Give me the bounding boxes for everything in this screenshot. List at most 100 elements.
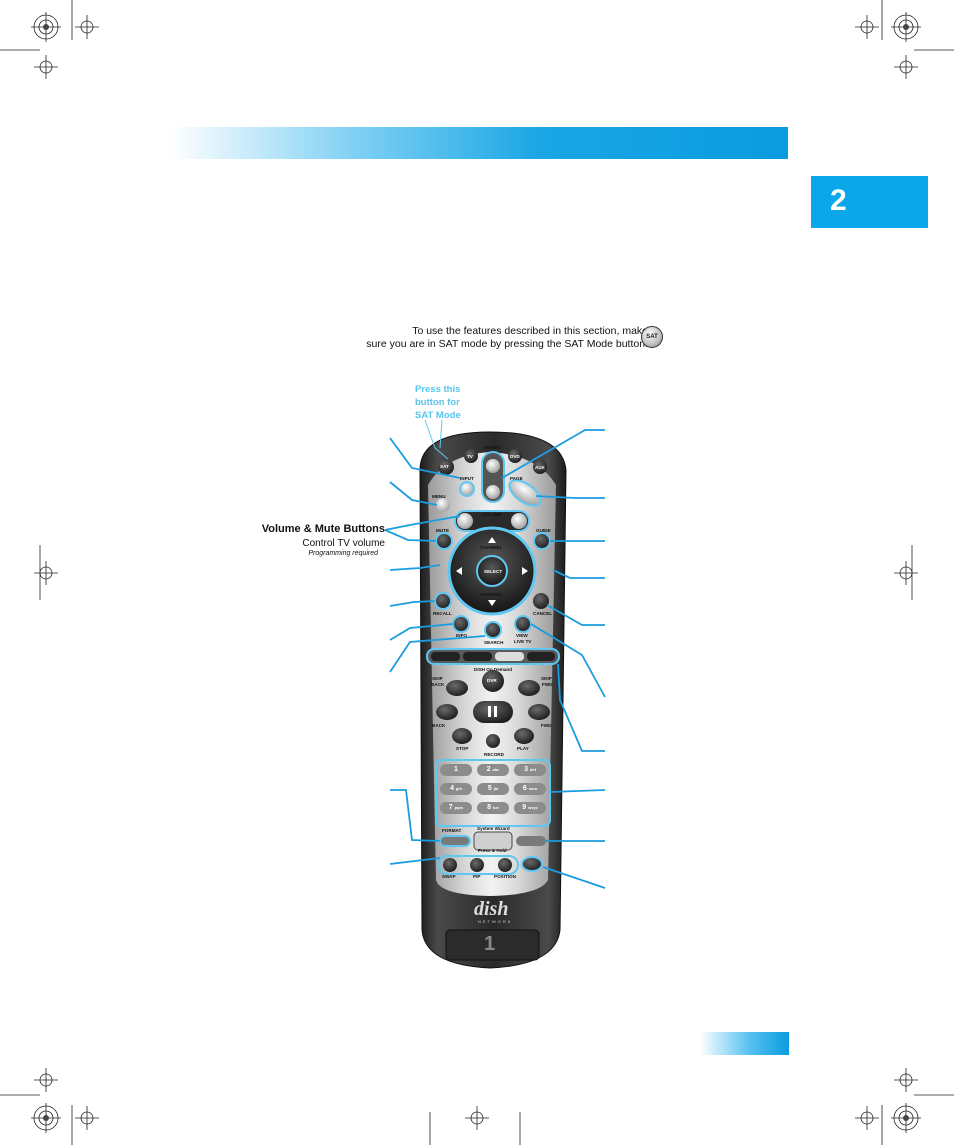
sat-mode-callout: Press this button for SAT Mode [415, 383, 485, 422]
aux-mode-label: AUX [535, 465, 545, 470]
skip-back-label-1: SKIP [432, 676, 443, 681]
right-arrow-icon [522, 567, 528, 575]
registration-mark-icon [465, 1106, 489, 1130]
sat-mode-badge: SAT [641, 326, 663, 348]
position-label: POSITION [494, 874, 516, 879]
pause-button [473, 701, 513, 723]
up-arrow-icon [488, 537, 496, 543]
keypad-key-7[interactable]: 7 pqrs [440, 802, 472, 814]
pip-label: PIP [473, 874, 481, 879]
aux-mode-button [533, 460, 547, 474]
chapter-number: 2 [830, 184, 847, 217]
stop-button [452, 728, 472, 744]
back-button [436, 704, 458, 720]
channel-up-label: CHANNEL [480, 545, 503, 550]
channel-down-label: CHANNEL [480, 592, 503, 597]
play-label: PLAY [517, 746, 529, 751]
search-button [484, 621, 502, 639]
fwd-label: FWD [541, 723, 552, 728]
callout-lines [384, 429, 606, 889]
footer-bar [700, 1032, 789, 1055]
registration-mark-icon [34, 1068, 58, 1092]
brand-logo: dish [474, 898, 509, 920]
enter-button [521, 856, 543, 872]
volume-callout-note: Programming required [308, 550, 378, 557]
keypad-key-3[interactable]: 3 def [514, 764, 546, 776]
recall-label: RECALL [433, 611, 452, 616]
system-wizard-label: System Wizard [477, 826, 510, 831]
keypad: 1 2 abc 3 def 4 ghi 5 jkl 6 mno 7 pqrs 8… [440, 764, 546, 814]
swap-label: SWAP [442, 874, 456, 879]
skip-fwd-button [518, 680, 540, 696]
sat-callout-line-3: SAT Mode [415, 410, 461, 421]
skip-fwd-label-2: FWD [542, 682, 553, 687]
skip-back-label-2: BACK [431, 682, 445, 687]
down-arrow-icon [488, 600, 496, 606]
sat-callout-line-1: Press this [415, 384, 461, 395]
registration-mark-icon [855, 1106, 879, 1130]
record-button [486, 734, 500, 748]
guide-label: GUIDE [536, 528, 551, 533]
guide-button [533, 532, 551, 550]
swap-button [443, 858, 457, 872]
volume-label: VOLUME [482, 512, 502, 517]
power-icon [486, 459, 500, 473]
registration-mark-icon [855, 15, 879, 39]
registration-mark-icon [894, 55, 918, 79]
keypad-key-6[interactable]: 6 mno [514, 783, 546, 795]
back-label: BACK [432, 723, 446, 728]
skip-fwd-label-1: SKIP [541, 676, 552, 681]
sat-mode-button [438, 459, 454, 475]
brand-subtitle: NETWORK [478, 919, 513, 924]
volume-callout-title: Volume & Mute Buttons [261, 523, 385, 535]
view-label: VIEW [516, 633, 528, 638]
intro-line-1: To use the features described in this se… [412, 325, 648, 337]
registration-mark-icon [34, 55, 58, 79]
pip-group [437, 855, 519, 875]
keypad-key-2[interactable]: 2 abc [477, 764, 509, 776]
select-label: SELECT [484, 569, 503, 574]
search-label: SEARCH [484, 640, 504, 645]
view-live-tv-button [514, 615, 532, 633]
modes-label: MODES [484, 445, 501, 450]
zero-button [516, 836, 546, 846]
dish-on-demand-label: DISH On Demand [474, 667, 513, 672]
keypad-key-4[interactable]: 4 ghi [440, 783, 472, 795]
mute-button [435, 532, 453, 550]
live-tv-label: LIVE TV [514, 639, 532, 644]
pip-button [470, 858, 484, 872]
play-button [514, 728, 534, 744]
tv-mode-label: TV [467, 454, 473, 459]
model-tag [445, 929, 540, 961]
position-button [498, 858, 512, 872]
menu-label: MENU [432, 494, 446, 499]
fwd-button [528, 704, 550, 720]
format-label: FORMAT [442, 828, 462, 833]
dvr-label: DVR [487, 678, 497, 683]
intro-text: To use the features described in this se… [330, 325, 648, 351]
dvr-button [482, 670, 504, 692]
registration-mark-icon [75, 15, 99, 39]
registration-mark-icon [894, 1068, 918, 1092]
system-wizard-button [473, 831, 513, 851]
color-buttons-row [426, 648, 560, 665]
stop-label: STOP [456, 746, 469, 751]
volume-callout-subtitle: Control TV volume [302, 538, 385, 549]
dvd-mode-label: DVD [510, 454, 520, 459]
select-button [476, 555, 508, 587]
input-label: INPUT [460, 476, 474, 481]
tv-mode-button [464, 449, 478, 463]
tv-power-button [486, 485, 500, 499]
intro-line-2: sure you are in SAT mode by pressing the… [366, 338, 648, 350]
recall-button [434, 592, 452, 610]
keypad-key-8[interactable]: 8 tuv [477, 802, 509, 814]
press-hold-label: Press & Hold [478, 848, 507, 853]
keypad-key-9[interactable]: 9 wxyz [514, 802, 546, 814]
left-arrow-icon [456, 567, 462, 575]
menu-button [436, 498, 450, 512]
keypad-key-5[interactable]: 5 jkl [477, 783, 509, 795]
keypad-key-1[interactable]: 1 [440, 764, 472, 776]
mute-label: MUTE [436, 528, 450, 533]
